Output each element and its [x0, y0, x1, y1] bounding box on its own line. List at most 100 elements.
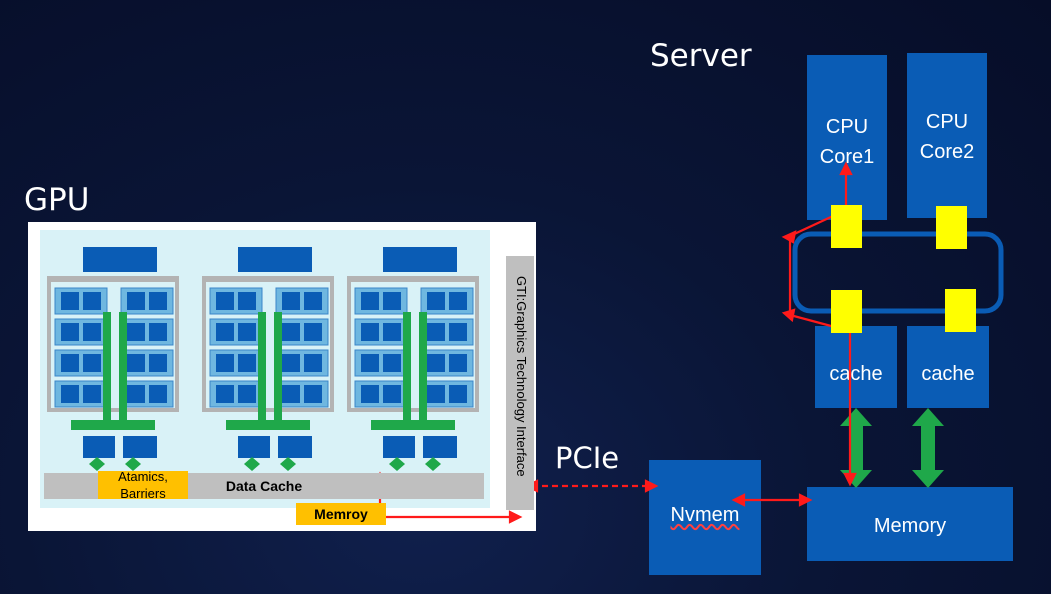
memory-box: Memory	[807, 487, 1013, 561]
green-arrows	[840, 408, 944, 488]
eu-core	[304, 385, 322, 403]
eu-core	[282, 385, 300, 403]
eu-core	[61, 323, 79, 341]
ring-interconnect	[792, 231, 1004, 314]
cpu-core1-line1: CPU	[825, 116, 869, 138]
yellow-interface-cache1	[831, 290, 862, 333]
eu-core	[361, 292, 379, 310]
small-green-arrow	[425, 457, 441, 471]
small-green-arrow	[389, 457, 405, 471]
sampler-block	[278, 436, 312, 458]
gpu-memory-label: Memroy	[314, 505, 368, 522]
cpu-core2-line2: Core2	[919, 141, 975, 163]
gti-label: GTI:Graphics Technology Interface	[514, 276, 529, 477]
eu-core	[83, 292, 101, 310]
subslice-bus	[403, 312, 411, 422]
small-green-arrow	[125, 457, 141, 471]
subslice-bus	[419, 312, 427, 422]
eu-core	[149, 292, 167, 310]
eu-core	[282, 354, 300, 372]
eu-core	[127, 323, 145, 341]
data-cache-label: Data Cache	[225, 478, 303, 494]
atomics-barriers-label: Atamics, Barriers	[118, 469, 168, 501]
subslice-bus	[119, 312, 127, 422]
eu-core	[427, 292, 445, 310]
subslice-header	[383, 247, 457, 272]
subslice-bus	[103, 312, 111, 422]
cache-1-label: cache	[829, 362, 883, 385]
eu-core	[449, 385, 467, 403]
cpu-core2-box: CPU Core2	[907, 53, 987, 218]
gpu-label: GPU	[24, 182, 90, 218]
subslice-bus-bottom	[226, 420, 310, 430]
eu-core	[149, 385, 167, 403]
eu-core	[427, 354, 445, 372]
sampler-block	[423, 436, 457, 458]
sampler-block	[238, 436, 270, 458]
eu-core	[127, 354, 145, 372]
yellow-interface-core2	[936, 206, 967, 249]
eu-core	[216, 323, 234, 341]
eu-core	[238, 385, 256, 403]
eu-core	[61, 292, 79, 310]
eu-core	[83, 354, 101, 372]
eu-core	[216, 385, 234, 403]
yellow-interface-core1	[831, 205, 862, 248]
eu-core	[282, 323, 300, 341]
eu-core	[304, 323, 322, 341]
eu-core	[449, 323, 467, 341]
subslice-bus	[274, 312, 282, 422]
eu-core	[383, 323, 401, 341]
eu-core	[216, 354, 234, 372]
eu-core	[61, 385, 79, 403]
eu-core	[61, 354, 79, 372]
eu-core	[361, 385, 379, 403]
eu-core	[449, 292, 467, 310]
eu-core	[383, 354, 401, 372]
gti-bar	[506, 256, 534, 510]
eu-core	[449, 354, 467, 372]
sampler-block	[383, 436, 415, 458]
eu-core	[304, 354, 322, 372]
eu-core	[238, 292, 256, 310]
eu-core	[282, 292, 300, 310]
eu-core	[127, 385, 145, 403]
eu-core	[427, 385, 445, 403]
eu-core	[83, 385, 101, 403]
eu-core	[361, 323, 379, 341]
nvmem-label: Nvmem	[670, 503, 740, 526]
yellow-interface-cache2	[945, 289, 976, 332]
eu-core	[427, 323, 445, 341]
subslice-header	[238, 247, 312, 272]
subslice-bus-bottom	[371, 420, 455, 430]
cache-box-1: cache	[815, 326, 897, 408]
cpu-core2-line1: CPU	[925, 111, 969, 133]
server-label: Server	[650, 38, 752, 74]
sampler-block	[123, 436, 157, 458]
nvmem-box: Nvmem	[649, 460, 761, 575]
sampler-block	[83, 436, 115, 458]
gpu-memory-box: Memroy	[296, 503, 386, 525]
atomics-barriers-box: Atamics, Barriers	[98, 469, 188, 501]
cache-2-label: cache	[921, 362, 975, 385]
eu-core	[127, 292, 145, 310]
eu-core	[383, 292, 401, 310]
small-green-arrow	[280, 457, 296, 471]
small-green-arrow	[244, 457, 260, 471]
subslice-bus-bottom	[71, 420, 155, 430]
subslice-header	[83, 247, 157, 272]
cpu-core1-line2: Core1	[819, 146, 875, 168]
gpu-subslices	[47, 247, 479, 471]
eu-core	[149, 323, 167, 341]
eu-core	[304, 292, 322, 310]
subslice-bus	[258, 312, 266, 422]
cache-box-2: cache	[907, 326, 989, 408]
eu-core	[238, 354, 256, 372]
eu-core	[149, 354, 167, 372]
eu-core	[83, 323, 101, 341]
pcie-label: PCIe	[555, 441, 620, 475]
cpu-core1-box: CPU Core1	[807, 55, 887, 220]
small-green-arrow	[89, 457, 105, 471]
eu-core	[383, 385, 401, 403]
